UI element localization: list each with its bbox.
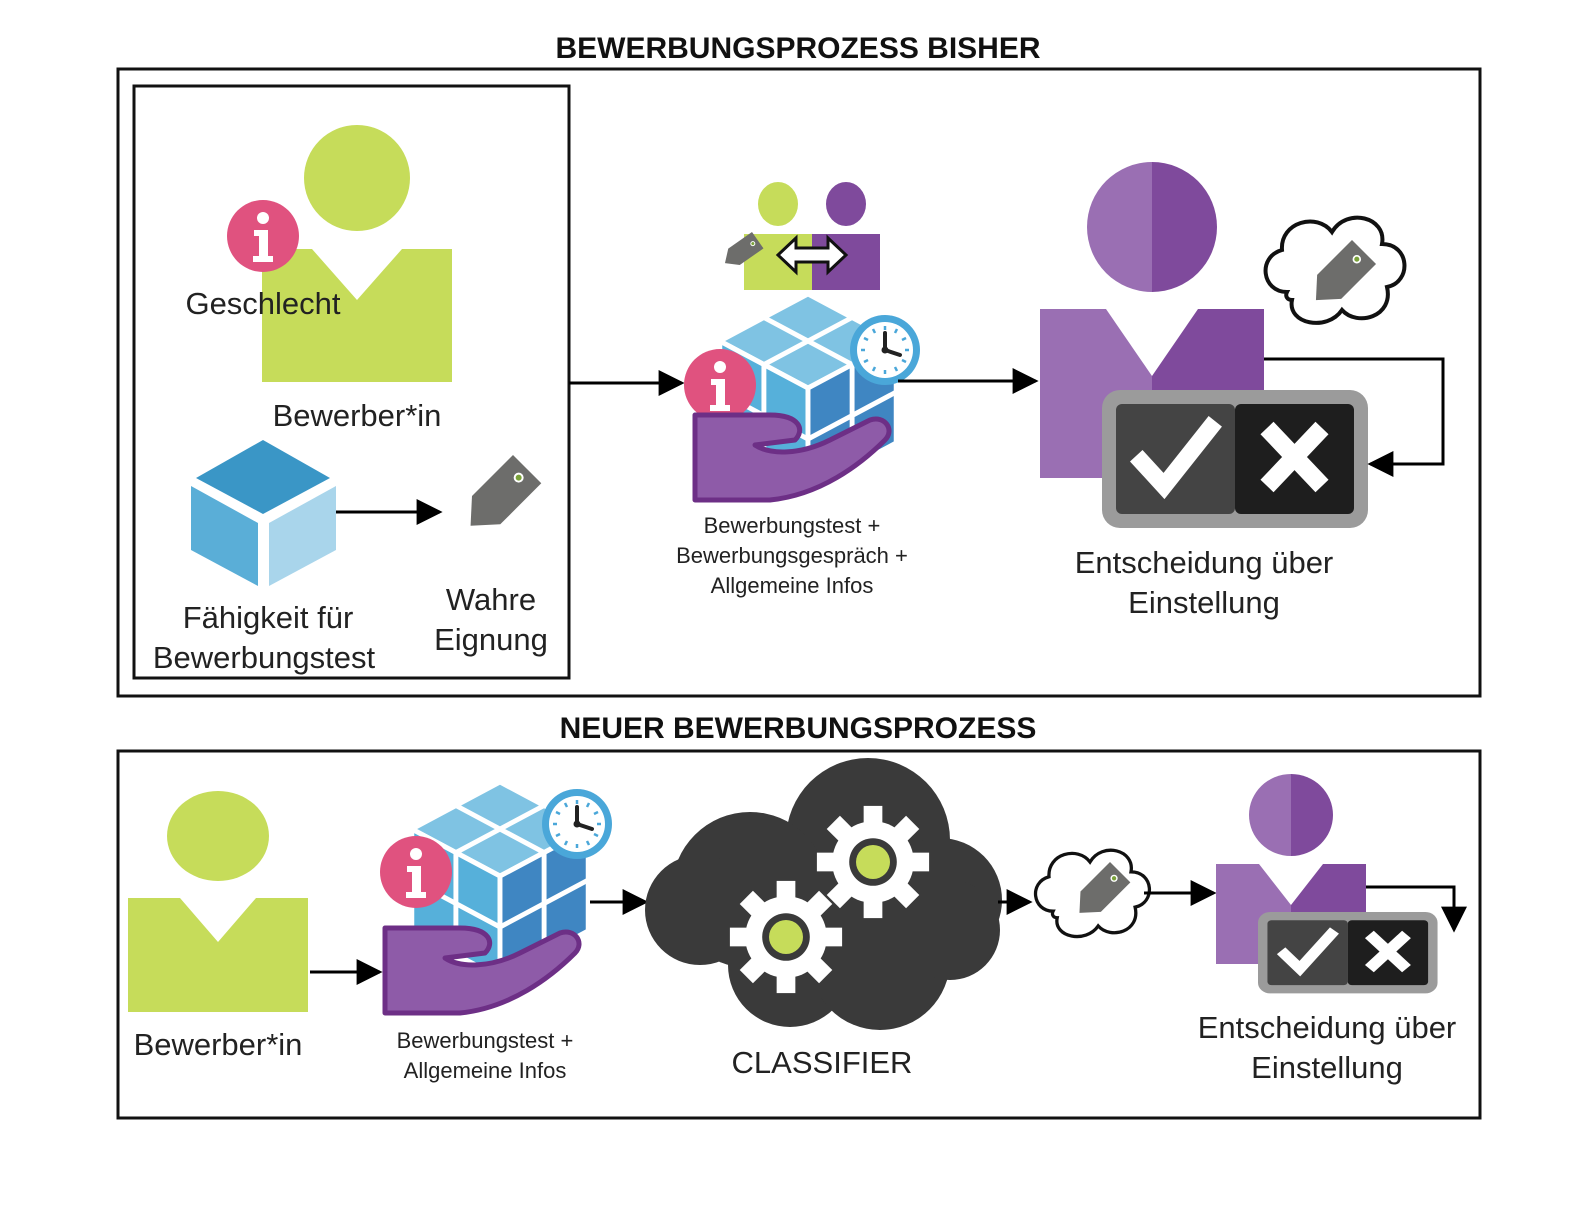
info-icon: [380, 836, 452, 908]
info-icon: [227, 200, 299, 272]
old-process-frame: [116, 67, 1482, 698]
two-users-icon: [744, 182, 880, 290]
ability-label-line1: Fähigkeit für: [183, 600, 354, 635]
gender-label: Geschlecht: [185, 286, 340, 321]
hand-icon: [385, 928, 579, 1013]
feedback-arrow: [1366, 885, 1467, 933]
hand-icon: [695, 415, 889, 500]
assessment-label-line2: Bewerbungsgespräch +: [676, 543, 908, 568]
applicant-label: Bewerber*in: [134, 1027, 303, 1062]
old-process-title: BEWERBUNGSPROZESS BISHER: [555, 32, 1040, 65]
true-fit-label-line2: Eignung: [434, 622, 548, 657]
decision-label-line2: Einstellung: [1128, 585, 1280, 620]
feedback-arrow: [1264, 357, 1445, 477]
decision-label-line1: Entscheidung über: [1075, 545, 1334, 580]
gear-cloud-icon: [645, 758, 1002, 1030]
gear-icon: [729, 880, 843, 994]
clock-icon: [848, 313, 922, 387]
true-fit-label-line1: Wahre: [446, 582, 536, 617]
user-icon: [128, 791, 308, 1012]
decision-label-line2: Einstellung: [1251, 1050, 1403, 1085]
clock-icon: [540, 787, 614, 861]
tag-icon: [456, 455, 542, 540]
cube-icon: [191, 440, 336, 586]
new-process-frame: [116, 749, 1482, 1120]
user-icon: [262, 125, 452, 382]
decision-label-line1: Entscheidung über: [1198, 1010, 1457, 1045]
assessment-label-line1: Bewerbungstest +: [704, 513, 881, 538]
decision-panel: [1102, 390, 1368, 528]
double-arrow-icon: [775, 234, 849, 276]
new-process-title: NEUER BEWERBUNGSPROZESS: [560, 712, 1037, 745]
assessment-label-line2: Allgemeine Infos: [404, 1058, 567, 1083]
classifier-label: CLASSIFIER: [732, 1045, 913, 1080]
info-icon: [684, 349, 756, 421]
ability-label-line2: Bewerbungstest: [153, 640, 376, 675]
gear-icon: [816, 805, 930, 919]
assessment-label-line3: Allgemeine Infos: [711, 573, 874, 598]
decision-panel: [1258, 912, 1438, 993]
assessment-label-line1: Bewerbungstest +: [397, 1028, 574, 1053]
applicant-label: Bewerber*in: [273, 398, 442, 433]
